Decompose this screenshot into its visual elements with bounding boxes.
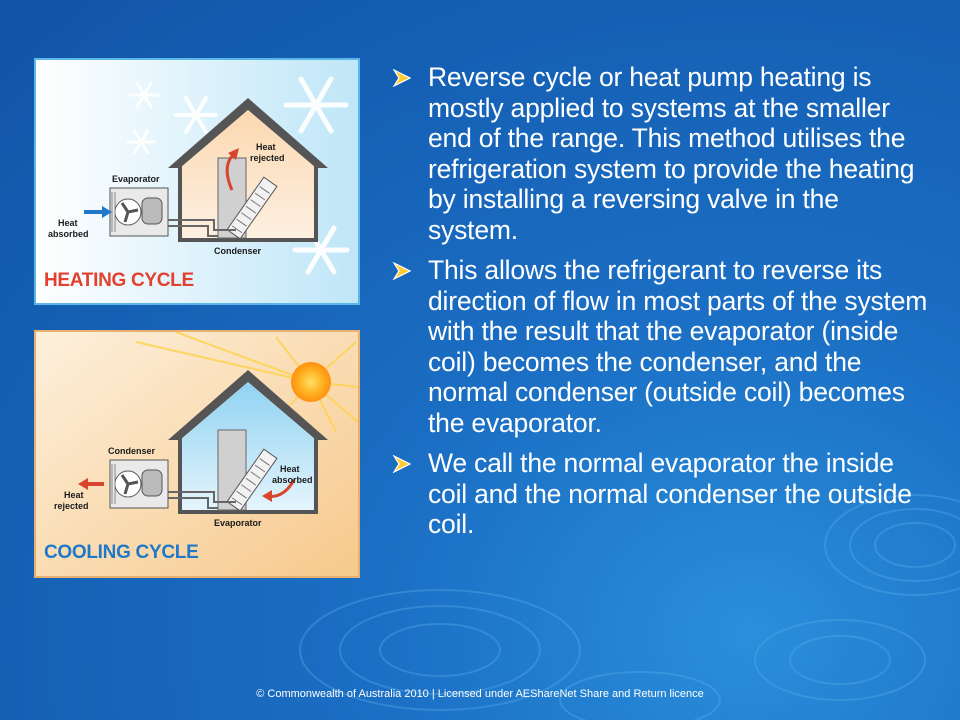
bullet-list: Reverse cycle or heat pump heating is mo… <box>390 62 930 550</box>
heat-rejected-label-2: rejected <box>54 501 89 511</box>
heating-cycle-title: HEATING CYCLE <box>44 270 194 291</box>
bullet-arrow-icon <box>392 262 412 280</box>
evaporator-label: Evaporator <box>112 174 160 184</box>
sun-icon <box>135 332 358 433</box>
bullet-item: Reverse cycle or heat pump heating is mo… <box>390 62 930 245</box>
heat-rejected-arrow-icon <box>78 478 88 490</box>
heat-absorbed-label-2: absorbed <box>48 229 89 239</box>
copyright-footer: © Commonwealth of Australia 2010 | Licen… <box>256 688 704 700</box>
outdoor-unit-icon <box>109 459 169 509</box>
bullet-text: Reverse cycle or heat pump heating is mo… <box>428 62 915 245</box>
heat-absorbed-label-1: Heat <box>280 464 300 474</box>
heat-rejected-label-2: rejected <box>250 153 285 163</box>
bullet-item: We call the normal evaporator the inside… <box>390 448 930 540</box>
heat-rejected-label-1: Heat <box>64 490 84 500</box>
house-icon <box>168 98 328 242</box>
bullet-text: We call the normal evaporator the inside… <box>428 448 912 539</box>
house-icon <box>168 370 328 514</box>
bullet-item: This allows the refrigerant to reverse i… <box>390 255 930 438</box>
heating-cycle-diagram: Evaporator Condenser Heat absorbed Heat … <box>34 58 360 305</box>
condenser-label: Condenser <box>108 446 156 456</box>
outdoor-unit-icon <box>109 187 169 237</box>
evaporator-label: Evaporator <box>214 518 262 528</box>
condenser-label: Condenser <box>214 246 262 256</box>
heat-rejected-label-1: Heat <box>256 142 276 152</box>
cooling-cycle-title: COOLING CYCLE <box>44 542 199 563</box>
cooling-cycle-diagram: Condenser Evaporator Heat rejected Heat … <box>34 330 360 578</box>
bullet-arrow-icon <box>392 69 412 87</box>
heat-absorbed-label-2: absorbed <box>272 475 313 485</box>
heat-absorbed-arrow-icon <box>102 206 112 218</box>
bullet-text: This allows the refrigerant to reverse i… <box>428 255 928 438</box>
heat-absorbed-label-1: Heat <box>58 218 78 228</box>
bullet-arrow-icon <box>392 455 412 473</box>
